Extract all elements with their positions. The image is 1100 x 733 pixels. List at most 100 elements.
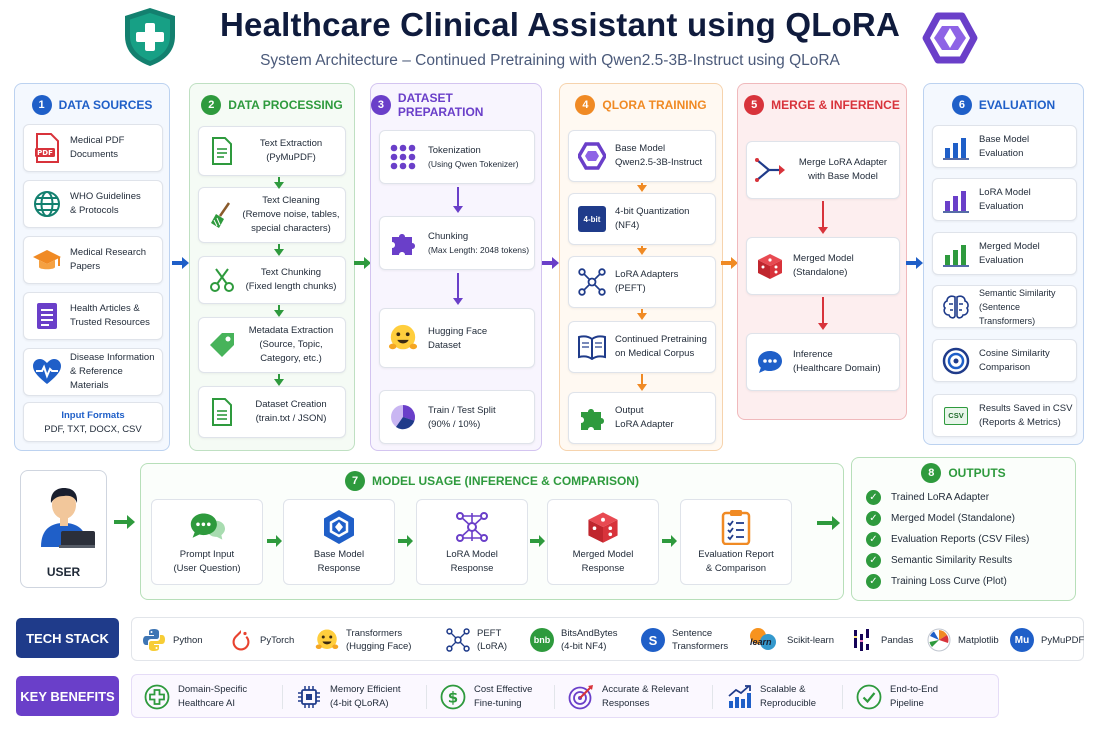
benefit-label: Memory Efficient (4-bit QLoRA) (330, 684, 401, 709)
merge-label: Inference (Healthcare Domain) (793, 349, 881, 374)
qwen-hex-icon (321, 510, 357, 544)
prep-title: Hugging Face (428, 325, 488, 337)
eval-card-cosine: Cosine Similarity Comparison (932, 339, 1077, 382)
section-title: DATA PROCESSING (228, 98, 343, 112)
merge-card-adapter: Merge LoRA Adapter with Base Model (746, 141, 900, 199)
csv-badge: CSV (944, 406, 968, 425)
merge-inference-panel: 5 MERGE & INFERENCE Merge LoRA Adapter w… (737, 83, 907, 420)
bnb-badge: bnb (530, 628, 554, 652)
pandas-icon (850, 628, 874, 652)
tech-label: Transformers (Hugging Face) (346, 628, 412, 652)
data-sources-header: 1 DATA SOURCES (15, 92, 169, 118)
flow-arrow-5 (906, 257, 923, 269)
source-label: Medical Research Papers (70, 247, 147, 272)
prep-card-tokenization: Tokenization (Using Qwen Tokenizer) (379, 130, 535, 184)
page-title: Healthcare Clinical Assistant using QLoR… (220, 6, 900, 43)
merge-icon (755, 155, 785, 185)
book-icon (577, 332, 607, 362)
benefit-label: Domain-Specific Healthcare AI (178, 684, 248, 709)
growth-chart-icon (726, 684, 752, 710)
flow-arrow-down (453, 273, 463, 305)
merge-label: Merge LoRA Adapter with Base Model (798, 157, 888, 182)
outputs-panel: 8 OUTPUTS ✓Trained LoRA Adapter ✓Merged … (851, 457, 1076, 601)
process-card-metadata: Metadata Extraction (Source, Topic, Cate… (198, 317, 346, 373)
tech-item-sentence-transformers: S Sentence Transformers (641, 625, 728, 655)
pdf-icon: PDF (32, 133, 62, 163)
output-label: Trained LoRA Adapter (891, 492, 990, 503)
eval-card-csv: CSV Results Saved in CSV (Reports & Metr… (932, 394, 1077, 437)
broom-icon (207, 200, 237, 230)
user-label: USER (46, 565, 81, 579)
source-card-articles: Health Articles & Trusted Resources (23, 292, 163, 340)
check-circle-icon (856, 684, 882, 710)
prep-subtitle: (Max Length: 2048 tokens) (428, 245, 530, 255)
flow-arrow-down (637, 309, 647, 320)
process-label: Text Cleaning (Remove noise, tables, spe… (242, 195, 340, 234)
bnb-icon: bnb (530, 628, 554, 652)
page-subtitle: System Architecture – Continued Pretrain… (260, 52, 840, 69)
source-card-who: WHO Guidelines & Protocols (23, 180, 163, 228)
chat-bubble-icon (755, 347, 785, 377)
tech-item-scikit-learn: learn Scikit-learn (750, 625, 834, 655)
flow-arrow-1 (172, 257, 189, 269)
tag-icon (207, 330, 237, 360)
tech-label: Sentence Transformers (672, 628, 729, 652)
merge-card-merged-model: Merged Model (Standalone) (746, 237, 900, 295)
flow-arrow-down (637, 183, 647, 192)
benefit-item-cost: $ Cost Effective Fine-tuning (440, 681, 532, 713)
prep-title: Tokenization (428, 145, 481, 156)
usage-label: Merged Model Response (572, 549, 634, 574)
input-formats-list: PDF, TXT, DOCX, CSV (44, 423, 142, 435)
step-number-badge: 8 (921, 463, 942, 483)
evaluation-panel: 6 EVALUATION Base Model Evaluation LoRA … (923, 83, 1084, 445)
check-icon: ✓ (866, 574, 881, 589)
benefit-item-memory: Memory Efficient (4-bit QLoRA) (296, 681, 401, 713)
check-icon: ✓ (866, 553, 881, 568)
network-icon (577, 267, 607, 297)
eval-label: LoRA Model Evaluation (979, 186, 1031, 212)
flow-arrow-down (274, 177, 284, 189)
prep-card-chunking: Chunking (Max Length: 2048 tokens) (379, 216, 535, 270)
tech-item-bitsandbytes: bnb BitsAndBytes (4-bit NF4) (530, 625, 618, 655)
step-number-badge: 5 (744, 95, 765, 115)
eval-label: Merged Model Evaluation (979, 240, 1040, 266)
tech-label: Scikit-learn (787, 634, 834, 646)
section-title: EVALUATION (978, 98, 1056, 112)
shield-logo-icon (120, 6, 180, 66)
evaluation-header: 6 EVALUATION (924, 92, 1083, 118)
output-item: ✓Trained LoRA Adapter (866, 490, 989, 505)
file-icon (207, 397, 237, 427)
output-item: ✓Semantic Similarity Results (866, 553, 1012, 568)
pymupdf-badge: Mu (1010, 628, 1034, 652)
prep-title: Train / Test Split (428, 404, 496, 416)
flow-arrow-4 (721, 257, 738, 269)
svg-text:$: $ (448, 689, 458, 707)
tech-item-transformers: Transformers (Hugging Face) (315, 625, 411, 655)
puzzle-icon (388, 228, 418, 258)
qlora-training-panel: 4 QLORA TRAINING Base Model Qwen2.5-3B-I… (559, 83, 723, 451)
cube-icon (585, 510, 621, 544)
tech-label: PyMuPDF (1041, 634, 1085, 646)
prep-subtitle: (Using Qwen Tokenizer) (428, 159, 519, 169)
prep-card-split: Train / Test Split (90% / 10%) (379, 390, 535, 444)
tech-label: Python (173, 634, 203, 646)
grid-dots-icon (388, 142, 418, 172)
eval-card-base: Base Model Evaluation (932, 125, 1077, 168)
qwen-logo-icon (920, 8, 980, 68)
sentence-transformers-icon: S (641, 628, 665, 652)
cpu-icon (296, 684, 322, 710)
flow-arrow-down (274, 305, 284, 317)
source-label: WHO Guidelines & Protocols (70, 191, 141, 216)
input-formats-box: Input Formats PDF, TXT, DOCX, CSV (23, 402, 163, 442)
tech-item-matplotlib: Matplotlib (927, 625, 999, 655)
usage-card-merged: Merged Model Response (547, 499, 659, 585)
benefit-label: End-to-End Pipeline (890, 684, 939, 709)
merge-card-inference: Inference (Healthcare Domain) (746, 333, 900, 391)
medical-cross-icon (144, 684, 170, 710)
data-processing-panel: 2 DATA PROCESSING Text Extraction (PyMuP… (189, 83, 355, 451)
data-processing-header: 2 DATA PROCESSING (190, 92, 354, 118)
svg-text:PDF: PDF (37, 149, 53, 157)
train-label: Base Model Qwen2.5-3B-Instruct (615, 143, 703, 168)
flow-arrow-down (637, 374, 647, 391)
tech-label: Matplotlib (958, 634, 999, 646)
